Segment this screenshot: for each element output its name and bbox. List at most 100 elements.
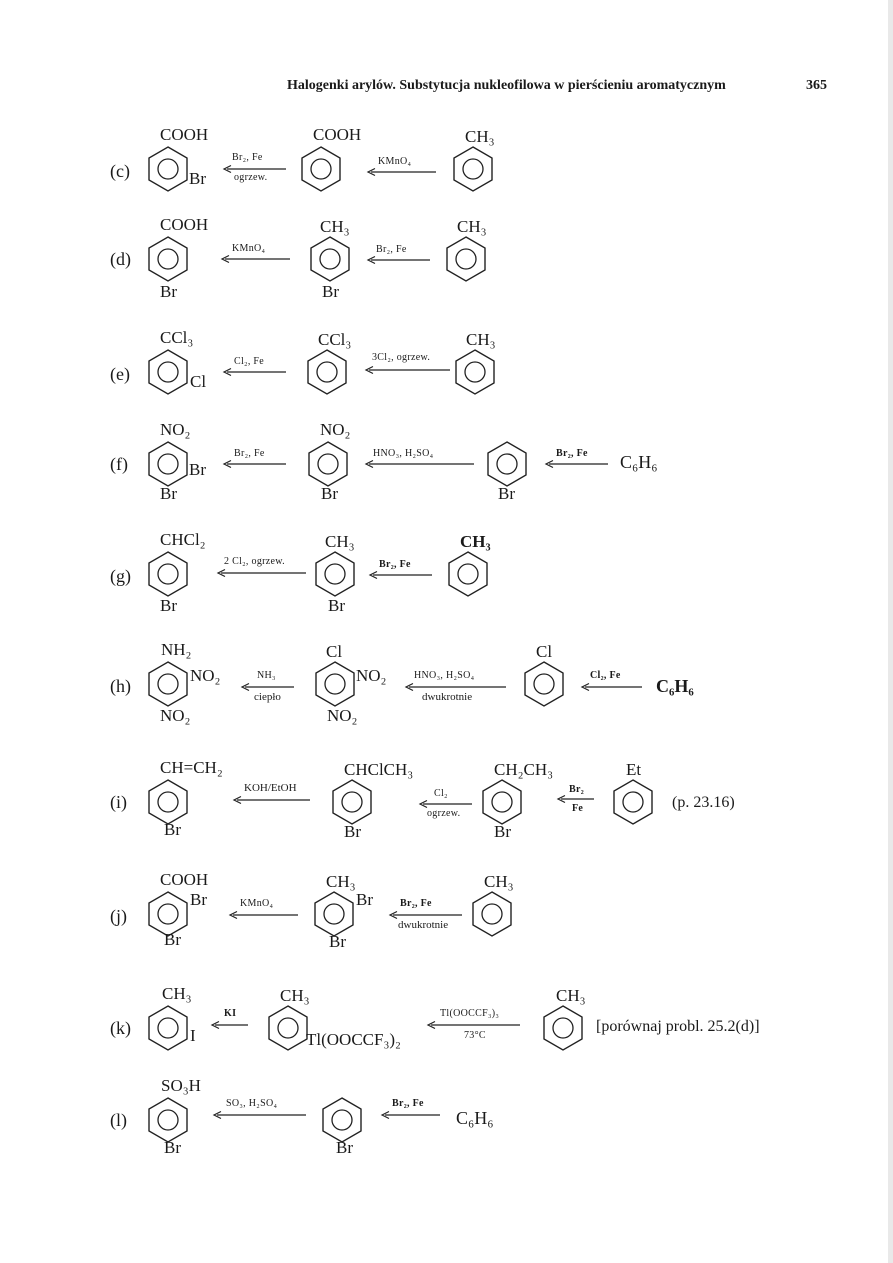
reagent-label: HNO₃, H₂SO₄: [373, 448, 434, 459]
reaction-arrow-icon: [366, 167, 436, 177]
reagent-label: Br₂, Fe: [400, 898, 432, 909]
substituent-side: Br: [356, 890, 373, 909]
reaction-arrow-icon: [364, 365, 450, 375]
starting-material: C₆H₆: [620, 452, 658, 472]
substituent-bottom: Br: [160, 596, 177, 615]
substituent-bottom: Br: [494, 822, 511, 841]
reagent-label: Br₂, Fe: [392, 1098, 424, 1109]
substituent-top: CH=CH₂: [160, 758, 223, 777]
benzene-ring-icon: [487, 441, 527, 487]
reaction-arrow-icon: [418, 799, 472, 809]
reagent-label: Tl(OOCCF₃)₃: [440, 1008, 500, 1019]
substituent-side: Br: [189, 169, 206, 188]
substituent-side: Tl(OOCCF₃)₂: [306, 1030, 401, 1049]
substituent-side: Br: [190, 890, 207, 909]
substituent-side: Cl: [190, 372, 207, 391]
condition-label: dwukrotnie: [422, 691, 473, 703]
substituent-bottom: Br: [164, 930, 181, 949]
substituent-top: Cl: [326, 642, 343, 661]
reaction-arrow-icon: [222, 367, 286, 377]
reagent-label: KMnO₄: [378, 156, 412, 167]
scan-edge-shadow: [888, 0, 893, 1263]
reagent-label: Br₂, Fe: [379, 559, 411, 570]
benzene-ring-icon: [148, 779, 188, 825]
substituent-top: CH₃: [325, 532, 355, 551]
condition-label: 73°C: [464, 1030, 486, 1041]
benzene-ring-icon: [472, 891, 512, 937]
benzene-ring-icon: [148, 349, 188, 395]
substituent-bottom: Br: [329, 932, 346, 951]
reagent-label: Br₂, Fe: [232, 152, 263, 163]
substituent-top: CH₃: [326, 872, 356, 891]
substituent-bottom: NO₂: [160, 706, 191, 725]
benzene-ring-icon: [524, 661, 564, 707]
starting-material: C₆H₆: [456, 1108, 494, 1128]
substituent-top: CCl₃: [318, 330, 352, 349]
substituent-top: CH₃: [466, 330, 496, 349]
reaction-arrow-icon: [240, 682, 294, 692]
benzene-ring-icon: [148, 236, 188, 282]
substituent-top: NO₂: [320, 420, 351, 439]
substituent-top: CHCl₂: [160, 530, 206, 549]
condition-label: dwukrotnie: [398, 919, 449, 931]
substituent-side: Br: [189, 460, 206, 479]
benzene-ring-icon: [268, 1005, 308, 1051]
substituent-top: CH₃: [465, 127, 495, 146]
reaction-arrow-icon: [368, 570, 432, 580]
benzene-ring-icon: [332, 779, 372, 825]
substituent-top: CH₃: [457, 217, 487, 236]
benzene-ring-icon: [148, 1097, 188, 1143]
substituent-top: NH₂: [161, 640, 192, 659]
reagent-label: KI: [224, 1008, 237, 1019]
substituent-top: Et: [626, 760, 642, 779]
substituent-top: COOH: [313, 125, 362, 144]
row-label: (i): [110, 792, 127, 812]
benzene-ring-icon: [148, 1005, 188, 1051]
substituent-bottom: Br: [336, 1138, 353, 1157]
condition-label: ogrzew.: [427, 808, 461, 819]
reaction-arrow-icon: [426, 1020, 520, 1030]
benzene-ring-icon: [148, 551, 188, 597]
reagent-label: Br₂, Fe: [556, 448, 588, 459]
substituent-top: COOH: [160, 125, 209, 144]
substituent-bottom: Br: [344, 822, 361, 841]
substituent-top: CH₃: [320, 217, 350, 236]
benzene-ring-icon: [148, 441, 188, 487]
substituent-bottom: NO₂: [327, 706, 358, 725]
substituent-top: NO₂: [160, 420, 191, 439]
starting-material: C₆H₆: [656, 676, 694, 696]
reaction-arrow-icon: [380, 1110, 440, 1120]
substituent-top: CH₃: [484, 872, 514, 891]
reagent-label: KOH/EtOH: [244, 782, 297, 794]
reagent-label: Br₂, Fe: [234, 448, 265, 459]
condition-label: ogrzew.: [234, 172, 268, 183]
reaction-arrow-icon: [580, 682, 642, 692]
reaction-arrow-icon: [366, 255, 430, 265]
substituent-top: CH₂CH₃: [494, 760, 554, 779]
reaction-arrow-icon: [556, 794, 594, 804]
cross-reference: [porównaj probl. 25.2(d)]: [596, 1018, 760, 1035]
substituent-top: CH₃: [556, 986, 586, 1005]
reaction-arrow-icon: [212, 1110, 306, 1120]
substituent-bottom: Br: [498, 484, 515, 503]
page-number: 365: [806, 78, 827, 93]
reagent-label: NH₃: [257, 670, 276, 681]
benzene-ring-icon: [455, 349, 495, 395]
reaction-arrow-icon: [388, 910, 462, 920]
reaction-arrow-icon: [210, 1020, 248, 1030]
row-label: (g): [110, 566, 131, 586]
benzene-ring-icon: [322, 1097, 362, 1143]
reaction-arrow-icon: [220, 254, 290, 264]
reagent-label: Cl₂, Fe: [590, 670, 621, 681]
row-label: (f): [110, 454, 128, 474]
reagent-label: 2 Cl₂, ogrzew.: [224, 556, 285, 567]
benzene-ring-icon: [453, 146, 493, 192]
substituent-bottom: Br: [160, 282, 177, 301]
reagent-label: 3Cl₂, ogrzew.: [372, 352, 431, 363]
substituent-top: CCl₃: [160, 328, 194, 347]
reagent-label: SO₃, H₂SO₄: [226, 1098, 278, 1109]
substituent-bottom: Br: [328, 596, 345, 615]
substituent-bottom: Br: [164, 1138, 181, 1157]
reagent-label: KMnO₄: [240, 898, 274, 909]
row-label: (j): [110, 906, 127, 926]
